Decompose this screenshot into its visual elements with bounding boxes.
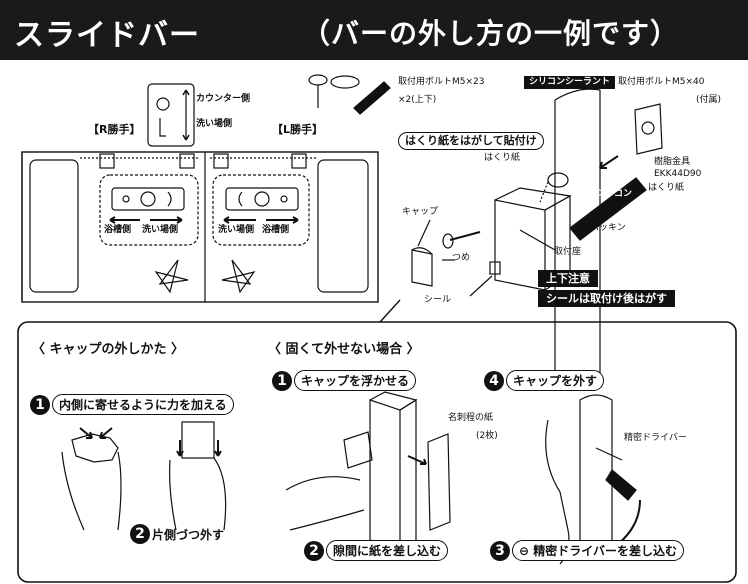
step1-number: 1 (30, 394, 50, 415)
bolt2-label: 取付用ボルトM5×40 (618, 77, 705, 87)
l-hand-label: 【L勝手】 (272, 123, 324, 136)
step1: 1 内側に寄せるように力を加える (30, 394, 234, 415)
step2-text: 片側づつ外す (152, 527, 225, 542)
seal-label: シール (424, 295, 452, 305)
header-title: スライドバー (14, 18, 200, 53)
hard-step2-number: 2 (304, 540, 324, 561)
hard-step3-text: ⊖ 精密ドライバーを差し込む (512, 540, 684, 561)
hard-step3-number: 3 (490, 540, 510, 561)
step1-text: 内側に寄せるように力を加える (52, 394, 234, 415)
r-bath-side-label: 浴槽側 (104, 225, 132, 235)
hard-step2-text: 隙間に紙を差し込む (326, 540, 449, 561)
updown-note: シールは取付け後はがす (538, 290, 675, 308)
mount-seat-label: 取付座 (554, 247, 582, 257)
silicone-tube-label: シリコン (596, 189, 633, 199)
mount-part-label: 樹脂金具 (654, 157, 691, 167)
counter-side-label: カウンター側 (196, 94, 251, 104)
r-hand-label: 【R勝手】 (88, 123, 141, 136)
wash-side-label: 洗い場側 (196, 119, 233, 129)
hard-step4-number: 4 (484, 370, 504, 391)
step2: 2 片側づつ外す (130, 524, 224, 544)
l-wash-side-label: 洗い場側 (218, 225, 255, 235)
hard-step4: 4 キャップを外す (484, 370, 605, 391)
bolt-label: 取付用ボルトM5×23 (398, 77, 485, 87)
claw-label: つめ (452, 253, 471, 263)
hard-step3: 3 ⊖ 精密ドライバーを差し込む (490, 540, 684, 561)
updown-title: 上下注意 (538, 270, 598, 288)
peel-paper2-label: はくり紙 (648, 183, 685, 193)
bolt-qty-label: ×2(上下) (398, 95, 437, 105)
driver-note-label: 精密ドライバー (624, 433, 687, 443)
packing-label: パッキン (590, 223, 626, 233)
header-subtitle: （バーの外し方の一例です） (302, 17, 680, 50)
silicone-label: シリコンシーラント (524, 76, 616, 89)
l-bath-side-label: 浴槽側 (262, 225, 290, 235)
paper-qty-label: (2枚) (476, 431, 498, 441)
hard-step1: 1 キャップを浮かせる (272, 370, 417, 391)
cap-removal-title: 〈 キャップの外しかた 〉 (32, 342, 185, 357)
peel-instruction: はくり紙をはがして貼付け (398, 132, 544, 151)
bathroom-wall-diagram (21, 83, 379, 303)
hard-step1-text: キャップを浮かせる (294, 370, 417, 391)
step2-number: 2 (130, 524, 150, 544)
diagram-canvas (17, 74, 737, 583)
paper-note-label: 名刺程の紙 (448, 413, 494, 423)
peel-paper-label: はくり紙 (484, 153, 521, 163)
bolt2-note-label: (付属) (696, 95, 722, 105)
hard-case-title: 〈 固くて外せない場合 〉 (268, 342, 420, 357)
bottom-frame (17, 321, 737, 583)
mount-code-label: EKK44D90 (654, 169, 702, 179)
r-wash-side-label: 洗い場側 (142, 225, 179, 235)
hard-step2: 2 隙間に紙を差し込む (304, 540, 449, 561)
header-bar: スライドバー （バーの外し方の一例です） (0, 0, 748, 60)
hard-step4-text: キャップを外す (506, 370, 605, 391)
cap-label: キャップ (402, 207, 439, 217)
hard-step1-number: 1 (272, 370, 292, 391)
